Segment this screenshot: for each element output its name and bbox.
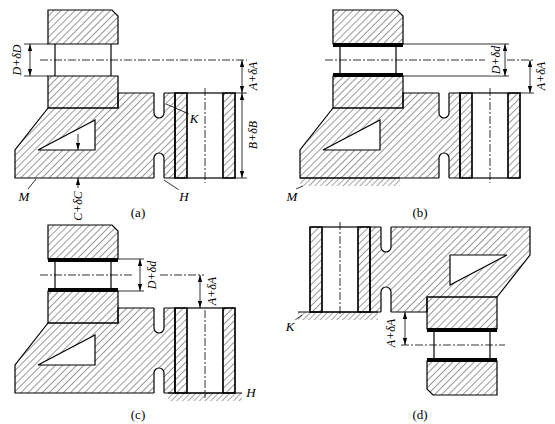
view-a <box>15 10 235 179</box>
dimension-label: B+δB <box>247 120 259 150</box>
leader-line <box>295 315 302 320</box>
reference-letter: K <box>285 320 296 333</box>
center-line <box>340 222 505 345</box>
center-line <box>205 310 206 398</box>
center-line <box>160 275 204 276</box>
center-line <box>205 88 206 183</box>
leader-line <box>295 315 302 320</box>
dimension-line <box>530 60 531 93</box>
reference-letter: K <box>189 112 200 125</box>
dimension-line <box>403 44 534 93</box>
dimension-label: A+δA <box>247 61 259 91</box>
view-caption: (c) <box>130 408 146 421</box>
center-line <box>40 275 205 398</box>
dimension-line <box>78 178 79 188</box>
view-caption: (d) <box>411 408 428 421</box>
dimension-line <box>24 44 247 188</box>
dimension-line <box>403 76 509 77</box>
dimension-line <box>235 178 247 179</box>
dimension-label: D+δd <box>146 260 158 290</box>
reference-letter: M <box>18 190 31 203</box>
dimension-line <box>200 275 201 308</box>
center-line <box>40 60 247 61</box>
dimension-line <box>405 312 406 345</box>
view-c <box>15 225 242 401</box>
center-line <box>40 275 132 276</box>
view-b <box>296 10 534 189</box>
center-line <box>325 60 485 61</box>
fixture-ground <box>168 392 242 393</box>
center-line <box>325 60 534 183</box>
center-line <box>490 88 491 183</box>
center-line <box>340 222 341 316</box>
dimension-line <box>24 76 48 77</box>
dimension-label: A+δA <box>535 61 547 91</box>
dimension-line <box>118 259 200 308</box>
dimension-line <box>24 44 48 45</box>
dimension-line <box>140 259 141 291</box>
reference-letter: H <box>178 190 189 203</box>
fixture-ground <box>300 177 400 178</box>
view-a <box>15 10 247 190</box>
reference-letter: H <box>245 386 256 399</box>
reference-letter: M <box>286 190 299 203</box>
leader-line <box>164 180 179 190</box>
leader-line <box>28 179 36 189</box>
fixture-ground <box>300 178 400 186</box>
fixture-ground <box>298 311 378 312</box>
center-line <box>401 345 505 346</box>
dimension-label: A+δA <box>385 318 397 348</box>
dimension-line <box>78 134 79 150</box>
dimension-label: D+δd <box>490 45 502 75</box>
view-caption: (b) <box>411 206 428 219</box>
dimension-line <box>505 44 506 76</box>
fixture-ground <box>298 312 378 320</box>
view-b <box>300 10 520 179</box>
dimension-line <box>242 93 243 178</box>
view-d <box>295 222 530 395</box>
fixture-ground <box>298 312 378 320</box>
dimension-line <box>235 93 247 94</box>
dimension-line <box>405 312 406 345</box>
dimension-line <box>242 60 243 93</box>
dimension-label: A+δA <box>206 276 218 306</box>
dimension-label: D+δD <box>11 43 23 76</box>
dimension-line <box>30 44 31 76</box>
center-line <box>40 60 247 183</box>
leader-line <box>166 104 189 114</box>
dimension-line <box>520 93 534 94</box>
view-caption: (a) <box>130 206 146 219</box>
view-d <box>310 226 530 395</box>
leader-line <box>28 104 189 190</box>
view-d <box>310 226 530 395</box>
view-c <box>15 225 235 394</box>
fixture-ground <box>300 178 400 186</box>
dimension-label: C+δC <box>72 190 84 222</box>
